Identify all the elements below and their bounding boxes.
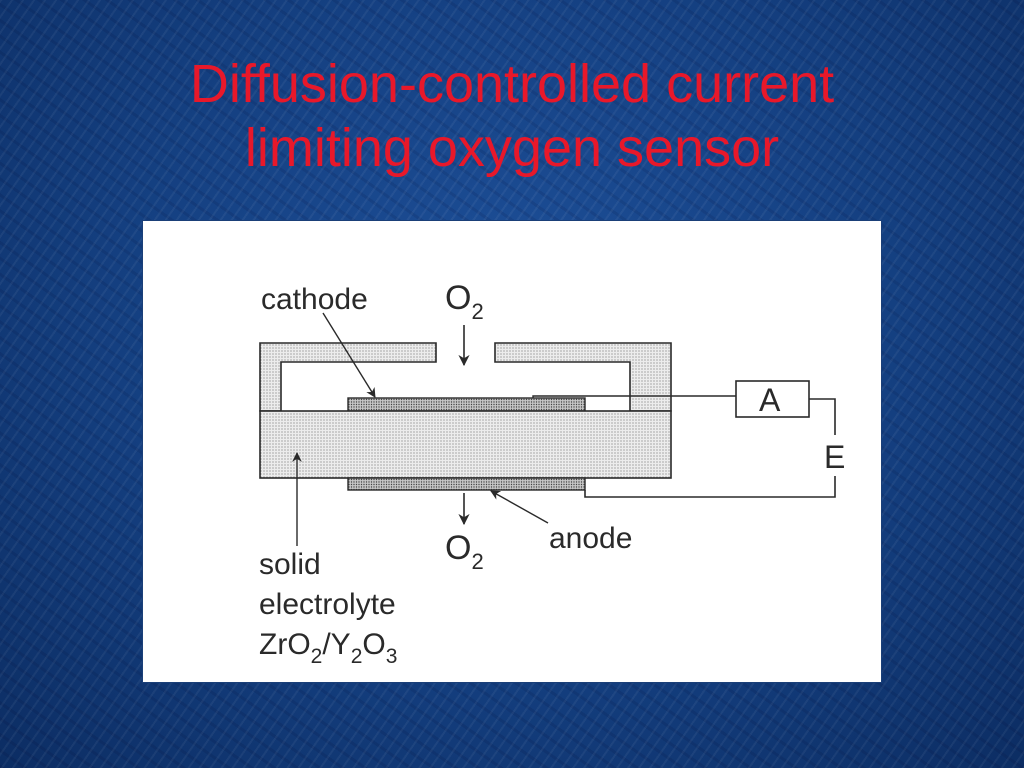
anode-layer — [347, 477, 586, 491]
anode-leader — [490, 490, 549, 524]
sensor-diagram: cathode O2 A E anode O2 solid electrolyt… — [143, 221, 881, 682]
solid-electrolyte — [259, 410, 672, 479]
circuit-wire-right-bottom — [584, 476, 836, 498]
ammeter-label: A — [759, 382, 781, 418]
o2-top-subscript: 2 — [471, 299, 483, 324]
o2-top-symbol: O — [445, 279, 471, 317]
formula-text: O — [362, 628, 385, 661]
cathode-label: cathode — [261, 283, 368, 316]
formula-subscript: 2 — [311, 645, 323, 668]
circuit-wire-top — [532, 395, 736, 398]
title-line-2: limiting oxygen sensor — [244, 118, 780, 178]
formula-subscript: 3 — [386, 645, 398, 668]
cathode-layer — [347, 397, 586, 412]
electrolyte-label-line1: solid — [259, 548, 321, 581]
o2-bottom-subscript: 2 — [471, 549, 483, 574]
o2-bottom-label: O2 — [445, 529, 484, 574]
sensor-diagram-svg: cathode O2 A E anode O2 solid electrolyt… — [259, 279, 845, 668]
circuit-wire-right-top — [809, 398, 836, 435]
cathode-leader — [322, 312, 376, 398]
ammeter-box — [735, 380, 810, 418]
o2-top-label: O2 — [445, 279, 484, 324]
slide-title: Diffusion-controlled current limiting ox… — [0, 52, 1024, 180]
o2-bottom-symbol: O — [445, 529, 471, 567]
formula-subscript: 2 — [351, 645, 363, 668]
voltage-label: E — [824, 439, 845, 475]
formula-text: ZrO — [259, 628, 311, 661]
formula-text: /Y — [322, 628, 350, 661]
title-line-1: Diffusion-controlled current — [189, 54, 835, 114]
electrolyte-formula: ZrO2/Y2O3 — [259, 628, 397, 668]
anode-label: anode — [549, 522, 632, 555]
electrolyte-label-line2: electrolyte — [259, 588, 396, 621]
